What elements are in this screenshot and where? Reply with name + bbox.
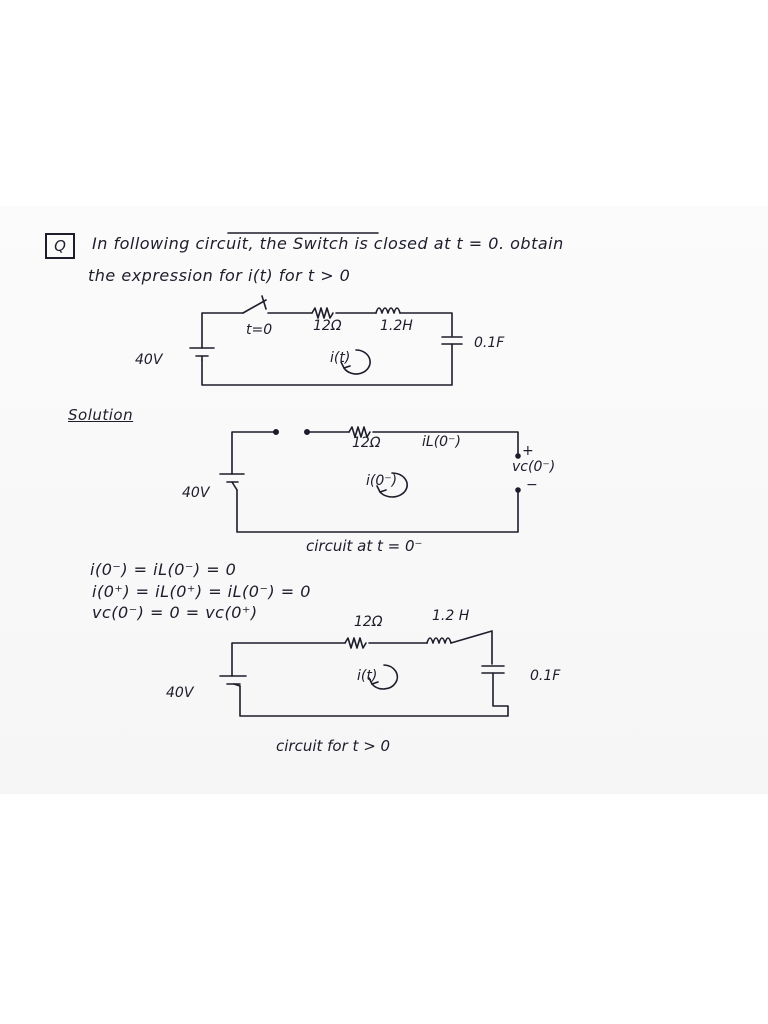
- circuit-1: [189, 295, 463, 386]
- current-1-label: i(t): [330, 350, 350, 366]
- open-switch-terminal-left: [272, 428, 279, 435]
- inductor-3-label: 1.2 H: [432, 608, 470, 624]
- c2-wire-right-top: [372, 431, 519, 455]
- capacitor-terminal-top: [515, 453, 521, 459]
- plus-sign: +: [522, 443, 534, 459]
- switch-arrow: [261, 295, 267, 310]
- c3-wire-right-top: [450, 630, 493, 665]
- switch-time-label: t=0: [246, 322, 272, 338]
- equation-2: i(0⁺) = iL(0⁺) = iL(0⁻) = 0: [92, 582, 311, 601]
- capacitor-voltage-label: vc(0⁻): [512, 459, 555, 475]
- capacitor-3-label: 0.1F: [530, 668, 561, 684]
- minus-sign: −: [526, 477, 538, 493]
- equation-3: vc(0⁻) = 0 = vc(0⁺): [92, 603, 258, 622]
- source-1-label: 40V: [135, 352, 164, 368]
- current-arrow-3: [371, 664, 399, 690]
- question-line-2: the expression for i(t) for t > 0: [88, 266, 351, 285]
- equation-1: i(0⁻) = iL(0⁻) = 0: [90, 560, 237, 579]
- source-2-label: 40V: [182, 485, 211, 501]
- circuit-2: [219, 426, 521, 533]
- resistor-3-label: 12Ω: [354, 614, 383, 630]
- loop-current-label: i(0⁻): [366, 473, 397, 489]
- c3-wire-left-top: [231, 642, 346, 677]
- inductor-current-label: iL(0⁻): [422, 434, 461, 450]
- resistor-2-label: 12Ω: [352, 435, 381, 451]
- switch-blade: [242, 299, 267, 314]
- current-3-label: i(t): [357, 668, 377, 684]
- resistor-2-zigzag: [348, 426, 371, 438]
- c1-wire-right-top: [399, 312, 453, 337]
- c1-wire-left-top: [201, 312, 244, 349]
- resistor-1-label: 12Ω: [313, 318, 342, 334]
- c2-wire-left-top: [231, 431, 275, 475]
- circuit-2-caption: circuit at t = 0⁻: [306, 537, 422, 555]
- inductor-1-label: 1.2H: [380, 318, 413, 334]
- c1-wire-bottom: [201, 343, 453, 386]
- source-3-label: 40V: [166, 685, 195, 701]
- capacitor-1-label: 0.1F: [474, 335, 505, 351]
- question-line-1: In following circuit, the Switch is clos…: [92, 234, 564, 253]
- inductor-1-coils: [375, 307, 401, 314]
- inductor-3-coils: [426, 637, 452, 644]
- circuit-3: [219, 630, 509, 717]
- question-marker-box: Q: [45, 233, 75, 259]
- resistor-3-zigzag: [344, 637, 367, 649]
- c3-wire-bottom: [239, 672, 509, 717]
- question-marker: Q: [54, 237, 66, 255]
- circuit-3-caption: circuit for t > 0: [276, 737, 390, 755]
- solution-heading: Solution: [68, 406, 134, 424]
- c2-wire-bottom: [236, 489, 519, 533]
- current-arrow-2: [379, 472, 408, 498]
- current-arrow-1: [343, 349, 371, 375]
- resistor-1-zigzag: [311, 307, 334, 319]
- paper-scan-area: [0, 206, 768, 794]
